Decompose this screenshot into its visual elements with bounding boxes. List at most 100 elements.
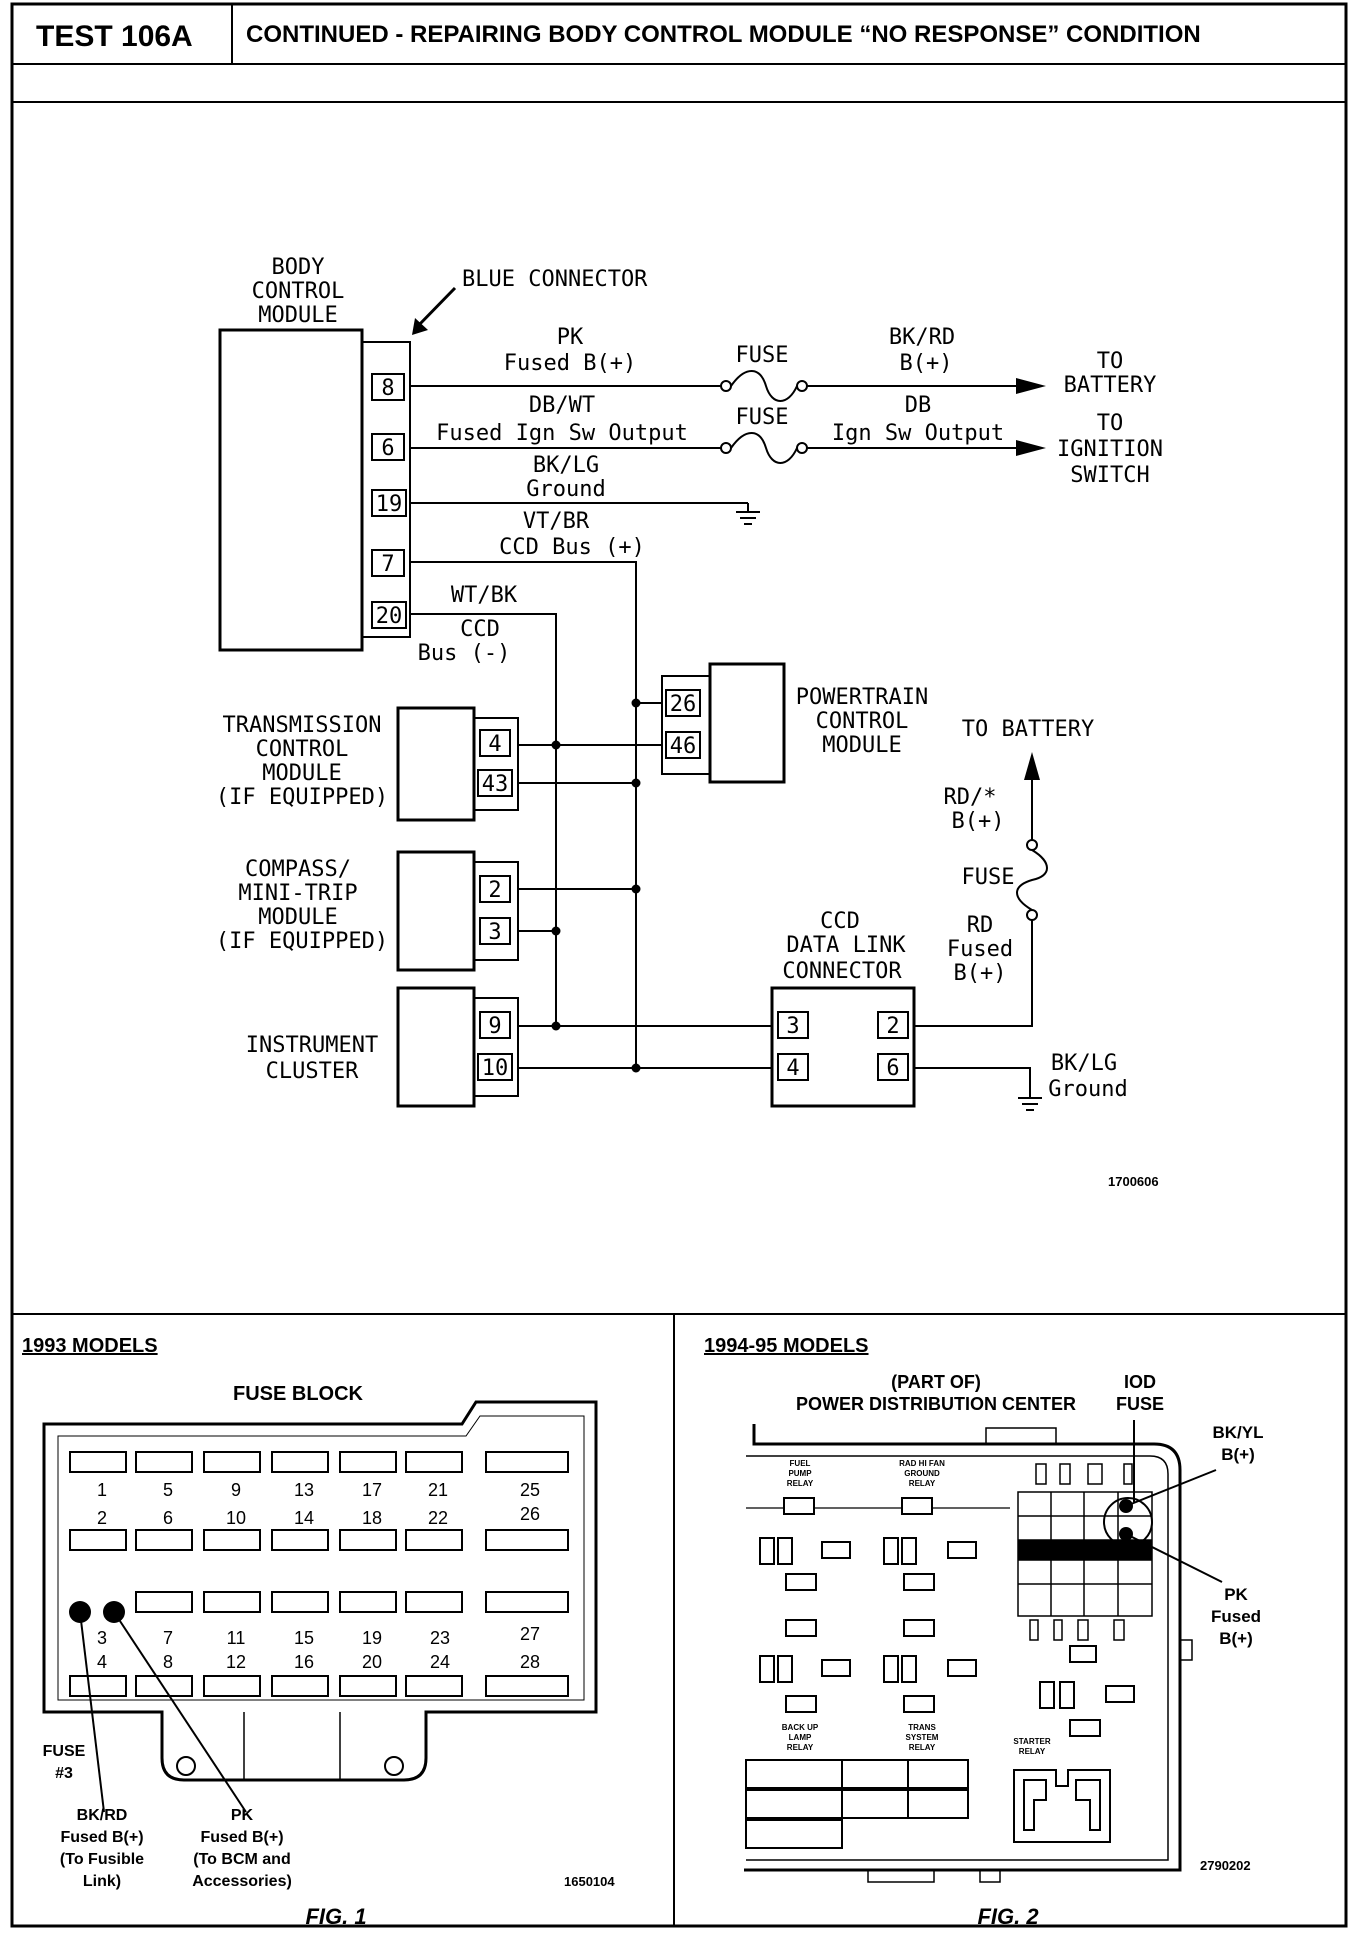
pdc-components <box>745 1497 1135 1849</box>
compass-label-4: (IF EQUIPPED) <box>216 929 388 954</box>
to-ignition-1: TO <box>1097 411 1124 436</box>
fig2-figure-number: 2790202 <box>1200 1858 1251 1873</box>
tcm-pin-43-box <box>477 769 513 797</box>
fig2-title-1: (PART OF) <box>891 1372 981 1392</box>
iod-label-2: FUSE <box>1116 1394 1164 1414</box>
relay-label: SYSTEM <box>906 1733 939 1742</box>
ccd-pin-3: 3 <box>786 1014 799 1039</box>
fuse-slot <box>271 1451 329 1473</box>
battery-up-arrowhead <box>1024 752 1040 780</box>
cluster-pin-10: 10 <box>482 1056 509 1081</box>
tcm-label-3: MODULE <box>262 761 341 786</box>
pdc-relay <box>759 1537 775 1565</box>
pdc-relay <box>821 1541 851 1559</box>
ccd-pin-2: 2 <box>886 1014 899 1039</box>
page-frame <box>10 2 1348 1928</box>
fig1-caption: FIG. 1 <box>305 1904 366 1929</box>
pcm-pin-26-box <box>665 689 701 717</box>
wire-db-circuit: Ign Sw Output <box>832 421 1004 446</box>
fuse-number: 3 <box>97 1628 107 1648</box>
pk-leader <box>1125 1533 1223 1583</box>
mounting-hole <box>176 1756 196 1776</box>
fuse-slot <box>203 1529 261 1551</box>
fuse-slot <box>485 1529 569 1551</box>
pdc-bottom-tab <box>979 1869 1001 1883</box>
pdc-relay <box>903 1619 935 1637</box>
ccd-connector-box <box>770 986 916 1108</box>
to-ignition-2: IGNITION <box>1057 437 1163 462</box>
fuse-number: 26 <box>520 1504 540 1524</box>
fuse-3-label: FUSE <box>962 865 1015 890</box>
bcm-pin-8-box <box>371 373 405 401</box>
ground-symbol-1 <box>736 503 760 525</box>
wire-dbwt-color: DB/WT <box>529 393 595 418</box>
fuse-slot <box>271 1529 329 1551</box>
fuse-1-terminal-a <box>720 380 732 392</box>
fuse-slot <box>405 1529 463 1551</box>
fuse-2-label: FUSE <box>736 405 789 430</box>
compass-pin-3: 3 <box>488 920 501 945</box>
tcm-label-4: (IF EQUIPPED) <box>216 785 388 810</box>
cluster-pin-10-box <box>477 1053 513 1081</box>
bkrd-label-2: Fused B(+) <box>60 1829 143 1846</box>
fuse-1-label: FUSE <box>736 343 789 368</box>
pdc-relay <box>883 1537 899 1565</box>
pdc-relay <box>1039 1681 1055 1709</box>
wire-rd-color: RD <box>967 913 994 938</box>
pdc-relay <box>777 1655 793 1683</box>
pdc-bottom-tab <box>867 1869 935 1883</box>
fuse-number: 23 <box>430 1628 450 1648</box>
pdc-relay <box>1059 1681 1075 1709</box>
pdc-relay <box>1069 1719 1101 1737</box>
pk-label-3: (To BCM and <box>193 1851 290 1868</box>
ground-2-circuit: Ground <box>1048 1077 1127 1102</box>
relay-label: GROUND <box>904 1469 940 1478</box>
bcm-pin-6: 6 <box>381 436 394 461</box>
ccd-pin-2-box <box>877 1011 909 1039</box>
wire-bklg-circuit: Ground <box>526 477 605 502</box>
fuse-slot <box>203 1451 261 1473</box>
pdc-inner <box>746 1455 1169 1861</box>
fuse-block-inner <box>57 1415 585 1701</box>
bcm-pin-6-box <box>371 433 405 461</box>
splice-dot <box>631 884 641 894</box>
leader-bkrd <box>79 1611 105 1813</box>
fuse-number: 27 <box>520 1624 540 1644</box>
fuse-number: 15 <box>294 1628 314 1648</box>
fuse-slot <box>69 1675 127 1697</box>
wire-wtbk-color: WT/BK <box>451 583 518 608</box>
wire-vtbr-circuit: CCD Bus (+) <box>499 535 645 560</box>
fig1-figure-number: 1650104 <box>564 1874 615 1889</box>
fuse-slot <box>69 1451 127 1473</box>
wire-wtbk-circuit: Bus (-) <box>418 641 511 666</box>
ccd-pin-4-box <box>777 1053 809 1081</box>
tcm-pin-4-box <box>479 729 511 757</box>
fuse-slot <box>485 1591 569 1613</box>
fuse-number: 2 <box>97 1508 107 1528</box>
fuse-number: 11 <box>227 1628 246 1648</box>
splice-dot <box>631 1063 641 1073</box>
fuse-number: 19 <box>362 1628 382 1648</box>
relay-label: RELAY <box>909 1479 936 1488</box>
tcm-connector <box>473 717 519 811</box>
pdc-relay <box>759 1655 775 1683</box>
fuse-slot <box>203 1675 261 1697</box>
pdc-fuse-matrix-shade <box>1018 1540 1152 1560</box>
pdc-relay <box>907 1789 969 1819</box>
cluster-pin-9-box <box>479 1011 511 1039</box>
bcm-pin-20-box <box>371 601 407 629</box>
ccd-pin-6: 6 <box>886 1056 899 1081</box>
fuse-slot <box>405 1675 463 1697</box>
pdc-pk-label-2: Fused <box>1211 1607 1261 1626</box>
pdc-relay <box>901 1537 917 1565</box>
relay-label: FUEL <box>790 1459 811 1468</box>
fig1-heading: 1993 MODELS <box>22 1335 158 1357</box>
wire-pk-circuit: Fused B(+) <box>504 351 636 376</box>
bcm-connector <box>361 341 411 638</box>
fuse-number: 14 <box>294 1508 314 1528</box>
fuse-slot <box>271 1675 329 1697</box>
fuse-2-symbol <box>730 432 798 464</box>
fuse-1-terminal-b <box>796 380 808 392</box>
pcm-label-1: POWERTRAIN <box>796 685 928 710</box>
fuse-1-symbol <box>730 370 798 402</box>
